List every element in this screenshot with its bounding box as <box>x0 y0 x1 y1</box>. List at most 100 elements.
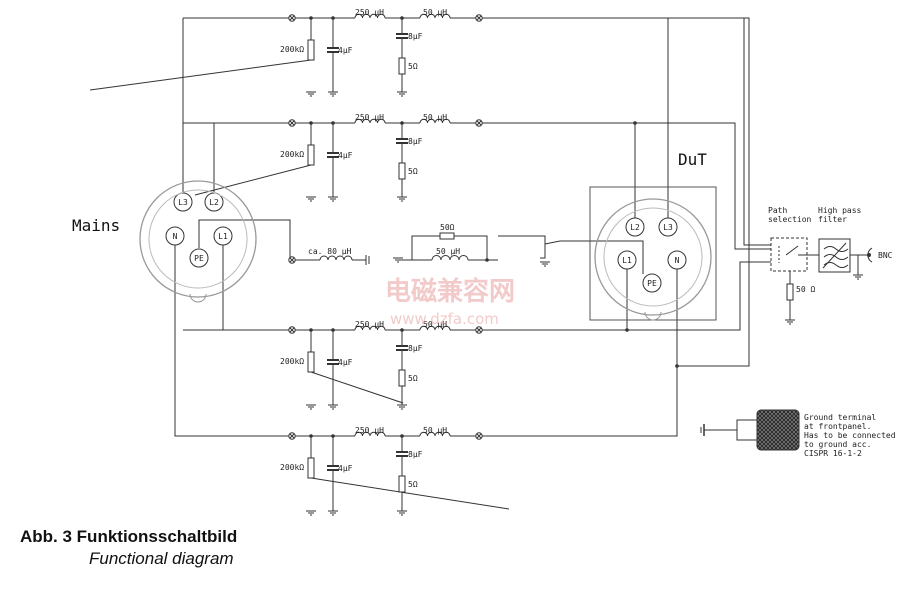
dut-pin-label-n: N <box>675 256 680 265</box>
wire-pe2 <box>454 235 488 260</box>
dut-pin-n <box>667 250 687 270</box>
junction-dot <box>309 434 313 438</box>
wire-out-n-loop <box>668 17 750 367</box>
label-4uf-l3: 4µF <box>338 46 353 55</box>
mains-pin-label-pe: PE <box>194 254 204 263</box>
mains-pin-label-l1: L1 <box>218 232 228 241</box>
dut-pin-label-l1: L1 <box>622 256 632 265</box>
dut-pin-label-l3: L3 <box>663 223 673 232</box>
wire-pe-gnd <box>540 244 546 259</box>
high-pass-filter <box>818 238 851 273</box>
label-4uf-l1: 4µF <box>338 358 353 367</box>
wire <box>310 477 510 510</box>
label-5ohm-l1: 5Ω <box>408 374 418 383</box>
dut-pin-l1 <box>617 250 637 270</box>
ground-note-line-3: Has to be connected <box>804 431 896 440</box>
label-8uf-n: 8µF <box>408 450 423 459</box>
inductor-250-n <box>354 431 386 437</box>
label-8uf-l3: 8µF <box>408 32 423 41</box>
junction-dot <box>633 121 637 125</box>
junction-dot <box>675 364 679 368</box>
label-200k-l2: 200kΩ <box>280 150 304 159</box>
wire-out-l3 <box>482 17 669 218</box>
label-8uf-l1: 8µF <box>408 344 423 353</box>
junction-dot <box>331 16 335 20</box>
terminal-out-l1-cross <box>476 327 482 333</box>
pe-inductor-label: ca. 80 µH <box>308 247 352 256</box>
mains-pin-l1 <box>213 226 233 246</box>
ground-note-line-5: CISPR 16-1-2 <box>804 449 862 458</box>
mains-pin-label-l2: L2 <box>209 198 219 207</box>
resistor-5-l3 <box>398 57 406 75</box>
bnc-label: BNC <box>878 251 893 260</box>
terminal-out-l2-cross <box>476 120 482 126</box>
functional-diagram: 200kΩ 4µF 8µF 5Ω 250 µH 50 µH 200kΩ 4µF 8µF 5Ω 250… <box>72 8 896 516</box>
inductor-250-l1 <box>354 325 386 331</box>
inductor-50-l2 <box>419 118 451 124</box>
terminal-in-n-cross <box>289 433 295 439</box>
wire-mains-pe <box>198 219 291 259</box>
inductor-250-l2 <box>354 118 386 124</box>
wire <box>194 164 312 196</box>
ground-note-line-1: Ground terminal <box>804 413 876 422</box>
terminal-in-l2-cross <box>289 120 295 126</box>
label-4uf-n: 4µF <box>338 464 353 473</box>
label-200k-n: 200kΩ <box>280 463 304 472</box>
inductor-50-l1 <box>419 325 451 331</box>
junction-dot <box>309 328 313 332</box>
mains-socket <box>139 180 257 303</box>
resistor-50-pe <box>439 232 455 240</box>
inductor-50-n <box>419 431 451 437</box>
wire-out-l2 <box>482 122 771 250</box>
resistor-200k-l3 <box>307 39 315 61</box>
label-5ohm-n: 5Ω <box>408 480 418 489</box>
resistor-200k-l1 <box>307 351 315 373</box>
dut-label: DuT <box>678 150 707 169</box>
mains-label: Mains <box>72 216 120 235</box>
junction-dot <box>400 434 404 438</box>
mains-pin-label-n: N <box>173 232 178 241</box>
terminal-in-l1-cross <box>289 327 295 333</box>
inductor-250-l3 <box>354 13 386 19</box>
watermark-cn: 电磁兼容网 <box>385 276 515 307</box>
resistor-5-l1 <box>398 369 406 387</box>
pe-resistor-label: 50Ω <box>440 223 455 232</box>
terminal-out-l3-cross <box>476 15 482 21</box>
inductor-pe2 <box>431 255 469 261</box>
terminal-pe-cross <box>289 257 295 263</box>
mains-pin-label-l3: L3 <box>178 198 188 207</box>
inductor-50-l3 <box>419 13 451 19</box>
mains-pin-l3 <box>173 192 193 212</box>
junction-dot <box>331 434 335 438</box>
resistor-50-load <box>786 283 794 301</box>
wire-dut-pe <box>560 240 644 274</box>
label-4uf-l2: 4µF <box>338 151 353 160</box>
mains-pin-n <box>165 226 185 246</box>
label-50uh-n: 50 µH <box>423 426 447 435</box>
junction-dot <box>309 16 313 20</box>
inductor-pe <box>319 255 353 261</box>
switch-pe-blade <box>544 240 561 245</box>
label-250uh-n: 250 µH <box>355 426 384 435</box>
ground-note-line-4: to ground acc. <box>804 440 871 449</box>
junction-dot <box>309 121 313 125</box>
path-selection-label-1: Path <box>768 206 787 215</box>
terminal-out-n-cross <box>476 433 482 439</box>
dut-pin-l3 <box>658 217 678 237</box>
wire-pe-switch <box>498 235 546 244</box>
figure-caption-title: Abb. 3 Funktionsschaltbild <box>20 527 238 546</box>
resistor-200k-l2 <box>307 144 315 166</box>
dut-pin-l2 <box>625 217 645 237</box>
mains-pin-pe <box>189 248 209 268</box>
wire-out-l1 <box>627 261 771 331</box>
label-250uh-l3: 250 µH <box>355 8 384 17</box>
junction-dot <box>331 328 335 332</box>
label-250uh-l1: 250 µH <box>355 320 384 329</box>
label-50uh-l1: 50 µH <box>423 320 447 329</box>
label-250uh-l2: 250 µH <box>355 113 384 122</box>
label-200k-l1: 200kΩ <box>280 357 304 366</box>
wire <box>89 59 312 91</box>
load-resistor-label: 50 Ω <box>796 285 815 294</box>
junction-dot <box>400 328 404 332</box>
label-8uf-l2: 8µF <box>408 137 423 146</box>
